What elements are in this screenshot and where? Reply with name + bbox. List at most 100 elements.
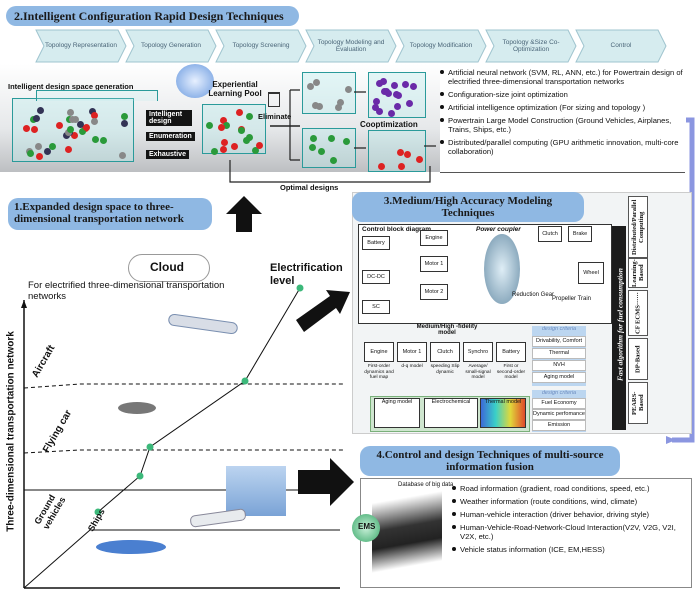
design-point (34, 142, 42, 150)
method-intelligent-design: Intelligent design (146, 110, 192, 126)
design-point (66, 108, 74, 116)
design-point (83, 124, 91, 132)
design-point (66, 125, 74, 133)
road-scene-icon (372, 480, 442, 584)
design-criteria-b: design criteria Fuel Economy Dynamic per… (532, 390, 586, 432)
design-point (210, 147, 218, 155)
design-point (375, 80, 383, 88)
design-point (375, 107, 383, 115)
submodel-desc: First or second-order model (496, 364, 526, 380)
design-point (327, 135, 335, 143)
criteria-label: design criteria (541, 326, 577, 332)
up-arrow-icon (226, 196, 262, 232)
pipeline-chevron (215, 29, 307, 63)
design-point (99, 136, 107, 144)
design-point (32, 115, 40, 123)
design-criteria-a: design criteria Drivability, Comfort The… (532, 326, 586, 386)
pipeline-step: Topology &Size Co-Optimization (502, 38, 560, 54)
fidelity-label: Medium/High -fidelity model (416, 324, 478, 336)
criteria-item: Dynamic perfomance (532, 409, 586, 420)
method-exhaustive: Exhaustive (146, 150, 189, 159)
pipeline-step: Control (610, 42, 632, 50)
battery-block: Battery (362, 236, 390, 250)
s2-bullet: Configuration-size joint optimization (440, 90, 685, 99)
design-point (37, 106, 45, 114)
road-icon (96, 540, 166, 554)
aging-map: Aging model (374, 398, 420, 428)
pipeline-chevrons (35, 29, 667, 63)
design-point (220, 146, 228, 154)
design-point (345, 85, 353, 93)
cloud-label: Cloud (150, 260, 184, 274)
design-point (220, 117, 228, 125)
sc-block: SC (362, 300, 390, 314)
design-point (89, 107, 96, 115)
design-point (31, 126, 39, 134)
design-point (380, 88, 388, 96)
design-point (307, 82, 315, 90)
design-point (90, 111, 98, 119)
design-point (220, 138, 228, 146)
s4-bullet: Human-vehicle interaction (driver behavi… (452, 510, 688, 519)
pipeline-step: Topology Representation (45, 42, 117, 50)
wheel-block: Wheel (578, 262, 604, 284)
submodel-3: Synchro (463, 342, 493, 362)
design-point (379, 78, 387, 86)
tab-distributed: Distributed/Parallel Computing (628, 196, 648, 258)
thermal-map: Thermal model (480, 398, 526, 428)
design-point (119, 152, 127, 160)
city-buildings-icon (226, 466, 286, 516)
design-point (91, 136, 99, 144)
pipeline-chevron (395, 29, 487, 63)
pipeline-chevron (35, 29, 127, 63)
criteria-item: Emission (532, 420, 586, 431)
pipeline-step: Topology Screening (232, 42, 290, 50)
fast-algo-band (612, 226, 626, 430)
cbd-label: Control block diagram (362, 226, 431, 233)
pipeline-chevron (575, 29, 667, 63)
design-point (308, 143, 316, 151)
criteria-item: Fuel Economy (532, 398, 586, 409)
submodel-1: Motor 1 (397, 342, 427, 362)
design-point (206, 122, 214, 130)
submodel-2: Clutch (430, 342, 460, 362)
design-point (26, 150, 34, 158)
design-point (235, 108, 243, 116)
design-space-cube-top (36, 90, 158, 101)
design-point (309, 134, 317, 142)
optimal-label: Optimal designs (280, 183, 339, 192)
propeller-label: Propeller Train (552, 296, 592, 302)
flying-car-icon (118, 402, 156, 414)
s2-bullet: Artificial intelligence optimization (Fo… (440, 103, 685, 112)
design-point (55, 121, 63, 129)
design-point (36, 153, 44, 161)
brain-icon (176, 64, 214, 98)
power-coupler-icon (484, 234, 520, 304)
section3-title: 3.Medium/High Accuracy Modeling Techniqu… (352, 192, 584, 222)
power-coupler-label: Power coupler (476, 226, 521, 233)
section1-title: 1.Expanded design space to three-dimensi… (8, 198, 212, 230)
pool-label: Experiential Learning Pool (208, 80, 262, 98)
y-axis-label: Three-dimensional transportation network (5, 331, 17, 532)
criteria-item: Aging model (532, 372, 586, 383)
criteria-item: NVH (532, 360, 586, 371)
design-point (415, 156, 423, 164)
clutch-block: Clutch (538, 226, 562, 242)
tab-cf-ecms: CF ECMS······ (628, 290, 648, 336)
pipeline-step: Topology Modification (409, 42, 473, 50)
design-point (78, 128, 86, 136)
submodel-desc: First-order dynamics and fuel map (364, 364, 394, 380)
electrification-label: Electrification level (270, 262, 343, 287)
design-point (311, 101, 319, 109)
tab-dp: DP-Based (628, 338, 648, 380)
design-point (77, 120, 85, 128)
section4-bullets: Road information (gradient, road conditi… (452, 484, 688, 558)
database-label: Database of big data (398, 482, 454, 488)
criteria-item: Thermal (532, 348, 586, 359)
section2-bullets: Artificial neural network (SVM, RL, ANN,… (440, 68, 685, 173)
design-point (335, 104, 343, 112)
s4-bullet: Human-Vehicle-Road-Network-Cloud Interac… (452, 523, 688, 541)
s2-bullet: Powertrain Large Model Construction (Gro… (440, 116, 685, 134)
design-point (217, 123, 225, 131)
tab-learning: Learning-Based (628, 258, 648, 288)
